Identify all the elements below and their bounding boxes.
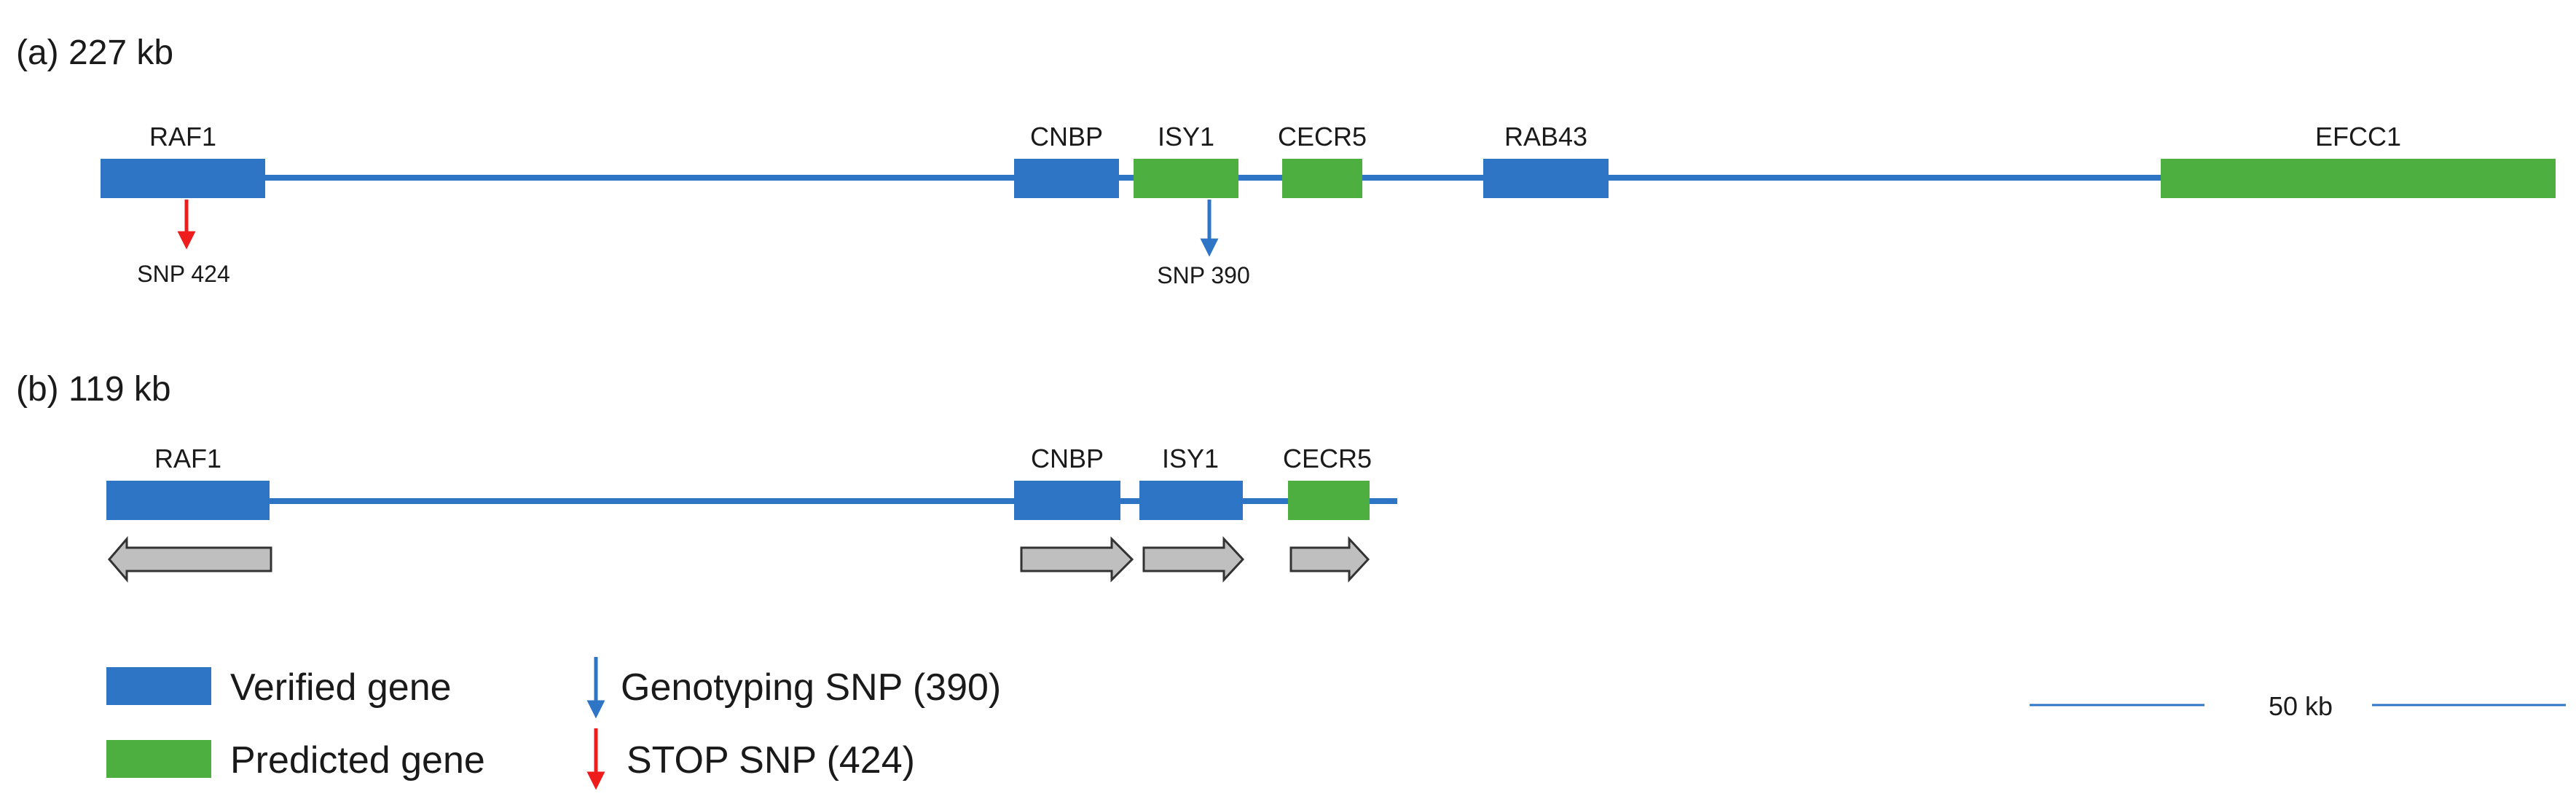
panel-a-snp-424-label: SNP 424 xyxy=(137,261,230,287)
panel-b-gene-cnbp-label: CNBP xyxy=(1031,444,1104,473)
panel-a-title: (a) 227 kb xyxy=(16,34,173,72)
panel-b-gene-isy1-label: ISY1 xyxy=(1162,444,1219,473)
legend-predicted-label: Predicted gene xyxy=(230,739,485,782)
panel-b-isy1-forward-strand-arrow xyxy=(1142,536,1245,583)
panel-a-gene-cecr5-label: CECR5 xyxy=(1278,122,1367,151)
panel-a-gene-rab43-label: RAB43 xyxy=(1504,122,1587,151)
panel-b-cnbp-forward-strand-arrow xyxy=(1020,536,1134,583)
scale-bar-label: 50 kb xyxy=(2269,691,2333,721)
panel-a-snp-390-label: SNP 390 xyxy=(1157,262,1250,288)
panel-a: (a) 227 kb RAF1 CNBP ISY1 CECR5 RAB43 EF… xyxy=(16,34,2556,288)
panel-b: (b) 119 kb RAF1 CNBP ISY1 CECR5 xyxy=(16,370,1397,583)
panel-b-gene-raf1 xyxy=(106,481,270,520)
panel-a-gene-cnbp xyxy=(1014,159,1119,198)
legend-predicted-swatch xyxy=(106,740,211,778)
panel-a-gene-isy1-label: ISY1 xyxy=(1158,122,1214,151)
legend-genotyping-label: Genotyping SNP (390) xyxy=(621,666,1001,709)
panel-b-gene-cecr5 xyxy=(1288,481,1370,520)
panel-a-gene-cnbp-label: CNBP xyxy=(1030,122,1103,151)
panel-b-gene-cecr5-label: CECR5 xyxy=(1283,444,1372,473)
legend-stop-label: STOP SNP (424) xyxy=(627,739,915,782)
panel-a-gene-rab43 xyxy=(1483,159,1609,198)
panel-a-gene-efcc1 xyxy=(2161,159,2556,198)
panel-b-gene-cnbp xyxy=(1014,481,1120,520)
panel-b-title: (b) 119 kb xyxy=(16,370,171,409)
legend-verified-label: Verified gene xyxy=(230,666,452,709)
panel-a-gene-raf1-label: RAF1 xyxy=(149,122,216,151)
panel-a-gene-raf1 xyxy=(101,159,265,198)
panel-a-gene-isy1 xyxy=(1134,159,1238,198)
panel-b-cecr5-forward-strand-arrow xyxy=(1289,536,1370,583)
panel-b-gene-raf1-label: RAF1 xyxy=(154,444,221,473)
legend-verified-swatch xyxy=(106,667,211,705)
panel-a-gene-efcc1-label: EFCC1 xyxy=(2315,122,2401,151)
panel-b-gene-isy1 xyxy=(1139,481,1243,520)
panel-b-raf1-reverse-strand-arrow xyxy=(108,535,272,583)
panel-a-gene-cecr5 xyxy=(1282,159,1362,198)
scale-bar: 50 kb xyxy=(2030,691,2566,721)
legend: Verified gene Predicted gene Genotyping … xyxy=(106,657,1001,790)
